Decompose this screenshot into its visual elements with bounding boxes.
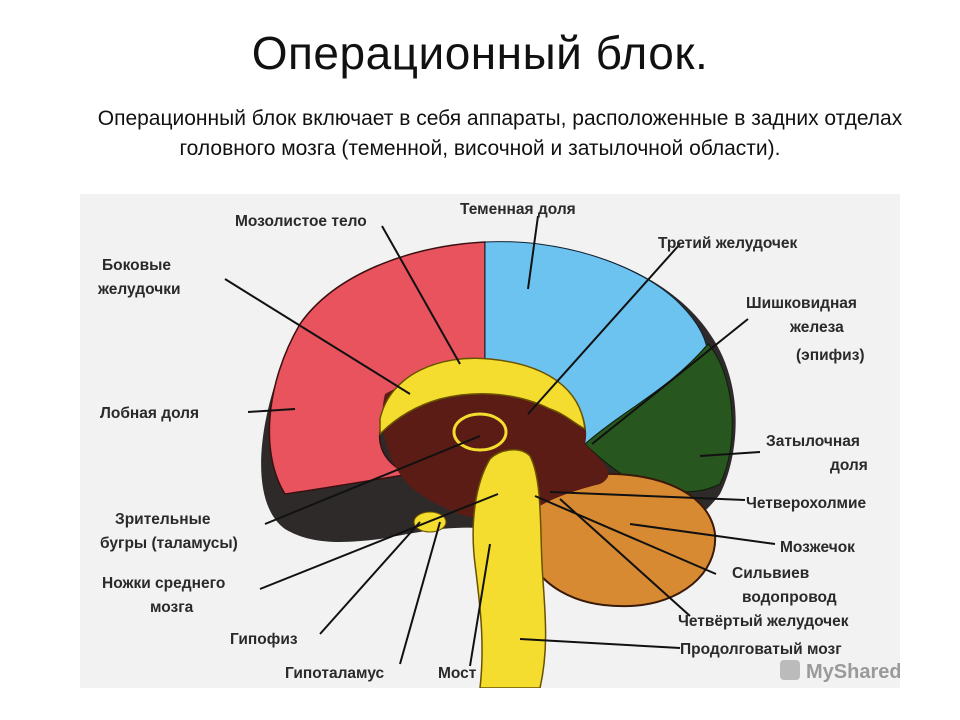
label-pineal-1: Шишковидная (746, 295, 857, 312)
label-pineal-2: железа (789, 319, 844, 336)
label-corpus-callosum: Мозолистое тело (235, 213, 367, 230)
label-thalamus-1: Зрительные (115, 511, 211, 528)
label-hypothalamus: Гипоталамус (285, 665, 385, 682)
intro-paragraph: Операционный блок включает в себя аппара… (97, 107, 903, 160)
watermark-logo: MyShared (780, 660, 902, 683)
label-cerebellum: Мозжечок (780, 539, 855, 556)
slide-title: Операционный блок. (251, 27, 709, 79)
label-aqueduct-2: водопровод (742, 589, 837, 606)
brainstem-region (472, 449, 547, 689)
label-aqueduct-1: Сильвиев (732, 565, 809, 582)
label-lateral-ventricles-1: Боковые (102, 257, 171, 274)
thalamus-region (452, 412, 508, 452)
label-pituitary: Гипофиз (230, 631, 298, 648)
label-midbrain-1: Ножки среднего (102, 575, 225, 592)
watermark-icon (780, 660, 800, 680)
leader-lines (224, 215, 776, 667)
label-midbrain-2: мозга (150, 599, 194, 616)
label-pineal-3: (эпифиз) (796, 347, 865, 364)
label-pons: Мост (438, 665, 477, 682)
label-frontal-lobe: Лобная доля (100, 405, 199, 422)
label-quadrigemina: Четверохолмие (746, 495, 867, 512)
label-medulla: Продолговатый мозг (680, 641, 842, 658)
brain-diagram-svg: Мозолистое тело Теменная доля Боковые же… (97, 201, 902, 689)
intro-text: Операционный блок включает в себя аппара… (40, 104, 920, 164)
label-parietal-lobe: Теменная доля (460, 201, 576, 218)
label-occipital-1: Затылочная (766, 433, 860, 450)
label-fourth-ventricle: Четвёртый желудочек (678, 613, 849, 630)
corpus-callosum-region (379, 357, 586, 436)
watermark-text: MyShared (806, 661, 900, 683)
label-thalamus-2: бугры (таламусы) (100, 535, 238, 552)
brain-diagram: Мозолистое тело Теменная доля Боковые же… (80, 194, 902, 689)
label-occipital-2: доля (830, 457, 868, 474)
label-lateral-ventricles-2: желудочки (97, 281, 181, 298)
label-third-ventricle: Третий желудочек (658, 235, 798, 252)
